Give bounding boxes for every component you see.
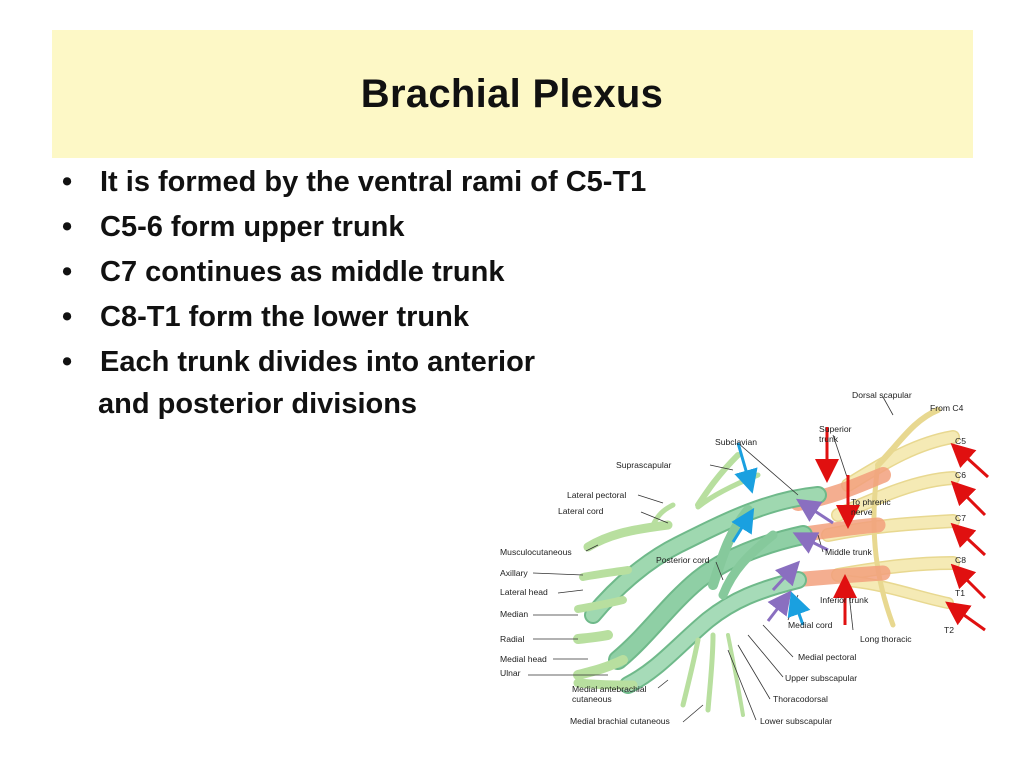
bullet-list: • It is formed by the ventral rami of C5-… bbox=[62, 160, 646, 385]
trunk-arrows bbox=[815, 427, 860, 625]
label-medial-head: Medial head bbox=[500, 654, 547, 664]
bullet-item: • C5-6 form upper trunk bbox=[62, 205, 646, 250]
label-axillary: Axillary bbox=[500, 568, 528, 578]
label-medial-cord: Medial cord bbox=[788, 620, 833, 630]
bullet-dot: • bbox=[62, 256, 73, 288]
label-superior-trunk-line2: trunk bbox=[819, 434, 839, 444]
label-posterior-cord: Posterior cord bbox=[656, 555, 710, 565]
label-lateral-head: Lateral head bbox=[500, 587, 548, 597]
label-t2: T2 bbox=[944, 625, 954, 635]
label-lateral-pectoral: Lateral pectoral bbox=[567, 490, 626, 500]
label-c5: C5 bbox=[955, 436, 966, 446]
label-to-phrenic-line2: nerve bbox=[851, 507, 873, 517]
label-c8: C8 bbox=[955, 555, 966, 565]
bullet-text: It is formed by the ventral rami of C5-T… bbox=[100, 166, 647, 198]
diagram-labels: Dorsal scapular From C4 C5 C6 C7 C8 T1 T… bbox=[500, 390, 966, 726]
cord-arrows bbox=[731, 442, 811, 626]
nerve-roots bbox=[821, 407, 960, 628]
bullet-text: C5-6 form upper trunk bbox=[100, 211, 405, 243]
brachial-plexus-diagram: Dorsal scapular From C4 C5 C6 C7 C8 T1 T… bbox=[498, 385, 1000, 735]
label-lower-subscapular: Lower subscapular bbox=[760, 716, 832, 726]
title-band bbox=[52, 30, 973, 158]
label-t1: T1 bbox=[955, 588, 965, 598]
root-arrows bbox=[945, 442, 990, 632]
label-median: Median bbox=[500, 609, 528, 619]
label-medial-brachial-cutaneous: Medial brachial cutaneous bbox=[570, 716, 670, 726]
bullet-item: • C8-T1 form the lower trunk bbox=[62, 295, 646, 340]
plexus-illustration: Dorsal scapular From C4 C5 C6 C7 C8 T1 T… bbox=[500, 390, 990, 726]
label-from-c4: From C4 bbox=[930, 403, 964, 413]
bullet-dot: • bbox=[62, 166, 73, 198]
label-medial-pectoral: Medial pectoral bbox=[798, 652, 856, 662]
label-medial-antebrachial-line1: Medial antebrachial bbox=[572, 684, 647, 694]
bullet-item: • C7 continues as middle trunk bbox=[62, 250, 646, 295]
bullet-text: C7 continues as middle trunk bbox=[100, 256, 505, 288]
label-thoracodorsal: Thoracodorsal bbox=[773, 694, 828, 704]
label-upper-subscapular: Upper subscapular bbox=[785, 673, 857, 683]
label-c7: C7 bbox=[955, 513, 966, 523]
division-arrows bbox=[766, 498, 834, 622]
bullet-dot: • bbox=[62, 346, 73, 378]
label-lateral-cord: Lateral cord bbox=[558, 506, 604, 516]
label-radial: Radial bbox=[500, 634, 524, 644]
bullet-item: • It is formed by the ventral rami of C5-… bbox=[62, 160, 646, 205]
label-long-thoracic: Long thoracic bbox=[860, 634, 912, 644]
bullet-text: Each trunk divides into anterior bbox=[100, 346, 536, 378]
bullet-item: • Each trunk divides into anterior bbox=[62, 340, 646, 385]
bullet-dot: • bbox=[62, 301, 73, 333]
label-musculocutaneous: Musculocutaneous bbox=[500, 547, 572, 557]
label-subclavian: Subclavian bbox=[715, 437, 757, 447]
label-to-phrenic-line1: To phrenic bbox=[851, 497, 891, 507]
terminal-branches bbox=[573, 452, 761, 717]
bullet-continuation: and posterior divisions bbox=[98, 388, 418, 420]
slide-title: Brachial Plexus bbox=[360, 72, 664, 116]
label-medial-antebrachial-line2: cutaneous bbox=[572, 694, 612, 704]
label-middle-trunk: Middle trunk bbox=[825, 547, 873, 557]
bullet-dot: • bbox=[62, 211, 73, 243]
label-ulnar: Ulnar bbox=[500, 668, 521, 678]
cords bbox=[584, 486, 827, 694]
label-dorsal-scapular: Dorsal scapular bbox=[852, 390, 912, 400]
bullet-text: C8-T1 form the lower trunk bbox=[100, 301, 469, 333]
label-c6: C6 bbox=[955, 470, 966, 480]
label-suprascapular: Suprascapular bbox=[616, 460, 672, 470]
label-superior-trunk-line1: Superior bbox=[819, 424, 852, 434]
label-inferior-trunk: Inferior trunk bbox=[820, 595, 869, 605]
